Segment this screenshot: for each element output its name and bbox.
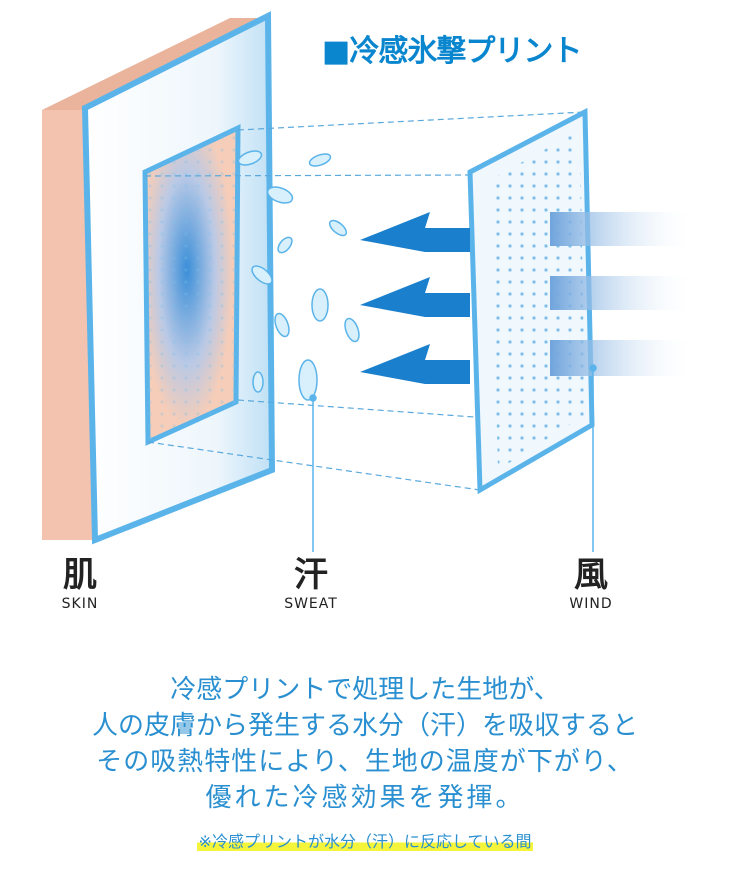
diagram-title: ■冷感氷撃プリント <box>322 34 582 69</box>
sweat-droplets <box>237 150 360 401</box>
description-line: 冷感プリントで処理した生地が、 <box>170 675 560 705</box>
label-wind-en: WIND <box>569 596 613 612</box>
fabric-panel <box>81 11 276 545</box>
footnote-text: ※冷感プリントが水分（汗）に反応している間 <box>196 832 534 851</box>
label-wind-kanji: 風 <box>574 555 608 595</box>
label-skin-en: SKIN <box>61 596 99 612</box>
label-sweat-en: SWEAT <box>284 596 338 612</box>
description-line: 人の皮膚から発生する水分（汗）を吸収すると <box>91 711 638 741</box>
leader-lines <box>309 364 597 552</box>
label-skin: 肌 SKIN <box>30 555 130 613</box>
footnote: ※冷感プリントが水分（汗）に反応している間 <box>0 828 730 852</box>
label-sweat: 汗 SWEAT <box>261 555 361 613</box>
wind-streams <box>550 212 695 376</box>
projection-lines <box>144 111 586 491</box>
label-wind: 風 WIND <box>541 555 641 613</box>
description-line: 優れた冷感効果を発揮。 <box>205 783 525 813</box>
description-line: その吸熱特性により、生地の温度が下がり、 <box>96 747 634 777</box>
label-sweat-kanji: 汗 <box>294 555 328 595</box>
airflow-arrows <box>360 212 470 384</box>
label-skin-kanji: 肌 <box>63 555 97 595</box>
cooling-diagram <box>42 11 695 552</box>
